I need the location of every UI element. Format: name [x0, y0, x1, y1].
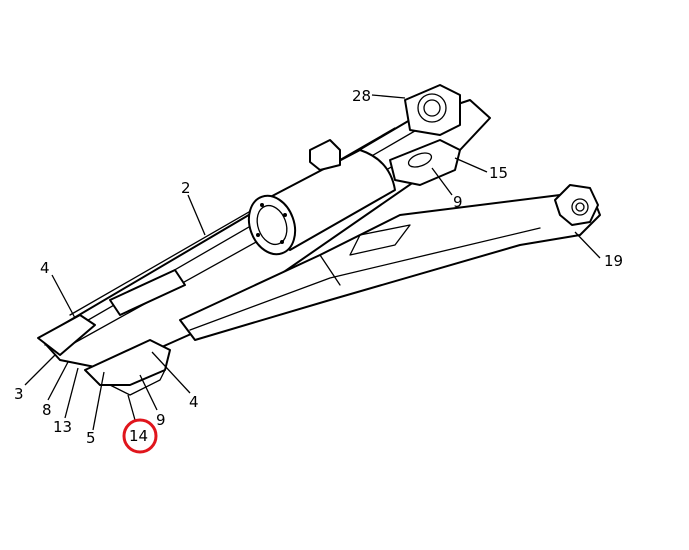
cylinder-housing — [247, 149, 396, 256]
top-bracket — [309, 84, 461, 171]
callout-2: 2 — [181, 179, 191, 197]
callout-15: 15 — [489, 164, 508, 182]
callout-13: 13 — [53, 418, 72, 436]
side-plate-right — [389, 139, 461, 186]
callout-9-bottom: 9 — [156, 411, 166, 429]
callout-4-bottom: 4 — [189, 393, 199, 411]
callout-3: 3 — [14, 385, 24, 403]
left-end-details — [37, 269, 186, 396]
callout-8: 8 — [42, 401, 52, 419]
callout-4-left: 4 — [40, 259, 50, 277]
callout-9-top: 9 — [453, 193, 463, 211]
callout-28: 28 — [352, 87, 371, 105]
diagonal-arm — [179, 189, 601, 341]
right-end-mount — [554, 184, 599, 226]
leader-lines — [24, 94, 601, 431]
callout-14: 14 — [129, 427, 148, 445]
callout-14-highlight-circle — [122, 418, 158, 454]
callout-labels: 28 2 15 9 19 4 3 8 13 5 9 4 14 — [14, 87, 623, 454]
callout-5: 5 — [86, 429, 96, 447]
callout-19: 19 — [604, 252, 623, 270]
